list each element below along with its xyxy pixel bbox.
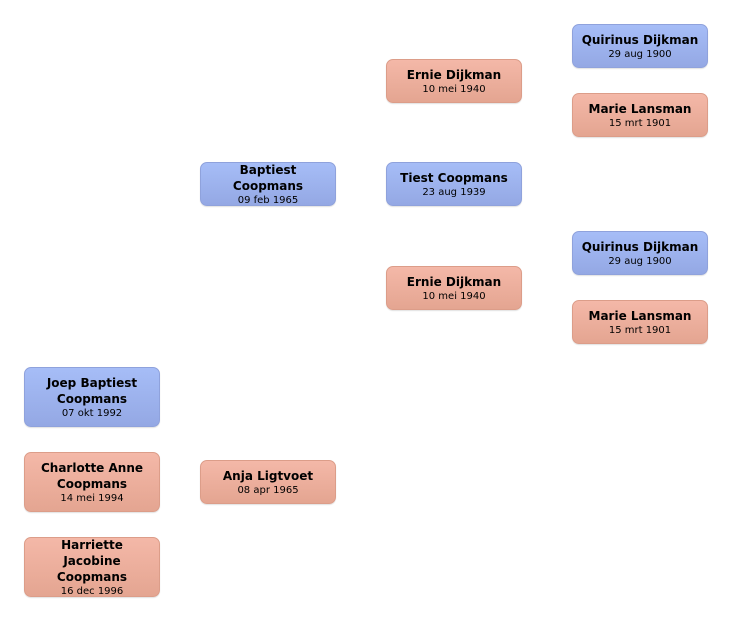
person-card-marie-lansman[interactable]: Marie Lansman 15 mrt 1901 xyxy=(572,93,708,137)
person-birth-date: 29 aug 1900 xyxy=(608,255,672,267)
person-birth-date: 09 feb 1965 xyxy=(237,194,299,206)
person-name: Anja Ligtvoet xyxy=(222,468,314,483)
person-birth-date: 10 mei 1940 xyxy=(422,83,486,95)
person-birth-date: 08 apr 1965 xyxy=(237,484,299,496)
person-name: Quirinus Dijkman xyxy=(581,239,699,254)
person-name: Joep Baptiest Coopmans xyxy=(46,375,138,406)
person-name: Quirinus Dijkman xyxy=(581,32,699,47)
person-card-quirinus-dijkman[interactable]: Quirinus Dijkman 29 aug 1900 xyxy=(572,24,708,68)
person-name: Ernie Dijkman xyxy=(406,274,502,289)
person-birth-date: 07 okt 1992 xyxy=(61,407,123,419)
person-birth-date: 15 mrt 1901 xyxy=(608,324,672,336)
person-card-ernie-dijkman-2[interactable]: Ernie Dijkman 10 mei 1940 xyxy=(386,266,522,310)
person-birth-date: 23 aug 1939 xyxy=(422,186,486,198)
person-birth-date: 16 dec 1996 xyxy=(60,585,124,597)
person-card-anja-ligtvoet[interactable]: Anja Ligtvoet 08 apr 1965 xyxy=(200,460,336,504)
person-name: Tiest Coopmans xyxy=(400,170,508,185)
person-birth-date: 15 mrt 1901 xyxy=(608,117,672,129)
person-name: Marie Lansman xyxy=(588,308,692,323)
person-card-quirinus-dijkman-2[interactable]: Quirinus Dijkman 29 aug 1900 xyxy=(572,231,708,275)
person-card-harriette-jacobine-coopmans[interactable]: Harriette Jacobine Coopmans 16 dec 1996 xyxy=(24,537,160,597)
person-card-baptiest-coopmans[interactable]: Baptiest Coopmans 09 feb 1965 xyxy=(200,162,336,206)
person-name: Marie Lansman xyxy=(588,101,692,116)
person-name: Baptiest Coopmans xyxy=(232,162,304,193)
person-birth-date: 14 mei 1994 xyxy=(60,492,124,504)
person-card-joep-baptiest-coopmans[interactable]: Joep Baptiest Coopmans 07 okt 1992 xyxy=(24,367,160,427)
person-name: Charlotte Anne Coopmans xyxy=(40,460,144,491)
person-birth-date: 29 aug 1900 xyxy=(608,48,672,60)
person-name: Harriette Jacobine Coopmans xyxy=(56,537,128,584)
person-birth-date: 10 mei 1940 xyxy=(422,290,486,302)
person-card-marie-lansman-2[interactable]: Marie Lansman 15 mrt 1901 xyxy=(572,300,708,344)
person-card-charlotte-anne-coopmans[interactable]: Charlotte Anne Coopmans 14 mei 1994 xyxy=(24,452,160,512)
person-card-tiest-coopmans[interactable]: Tiest Coopmans 23 aug 1939 xyxy=(386,162,522,206)
person-card-ernie-dijkman[interactable]: Ernie Dijkman 10 mei 1940 xyxy=(386,59,522,103)
person-name: Ernie Dijkman xyxy=(406,67,502,82)
